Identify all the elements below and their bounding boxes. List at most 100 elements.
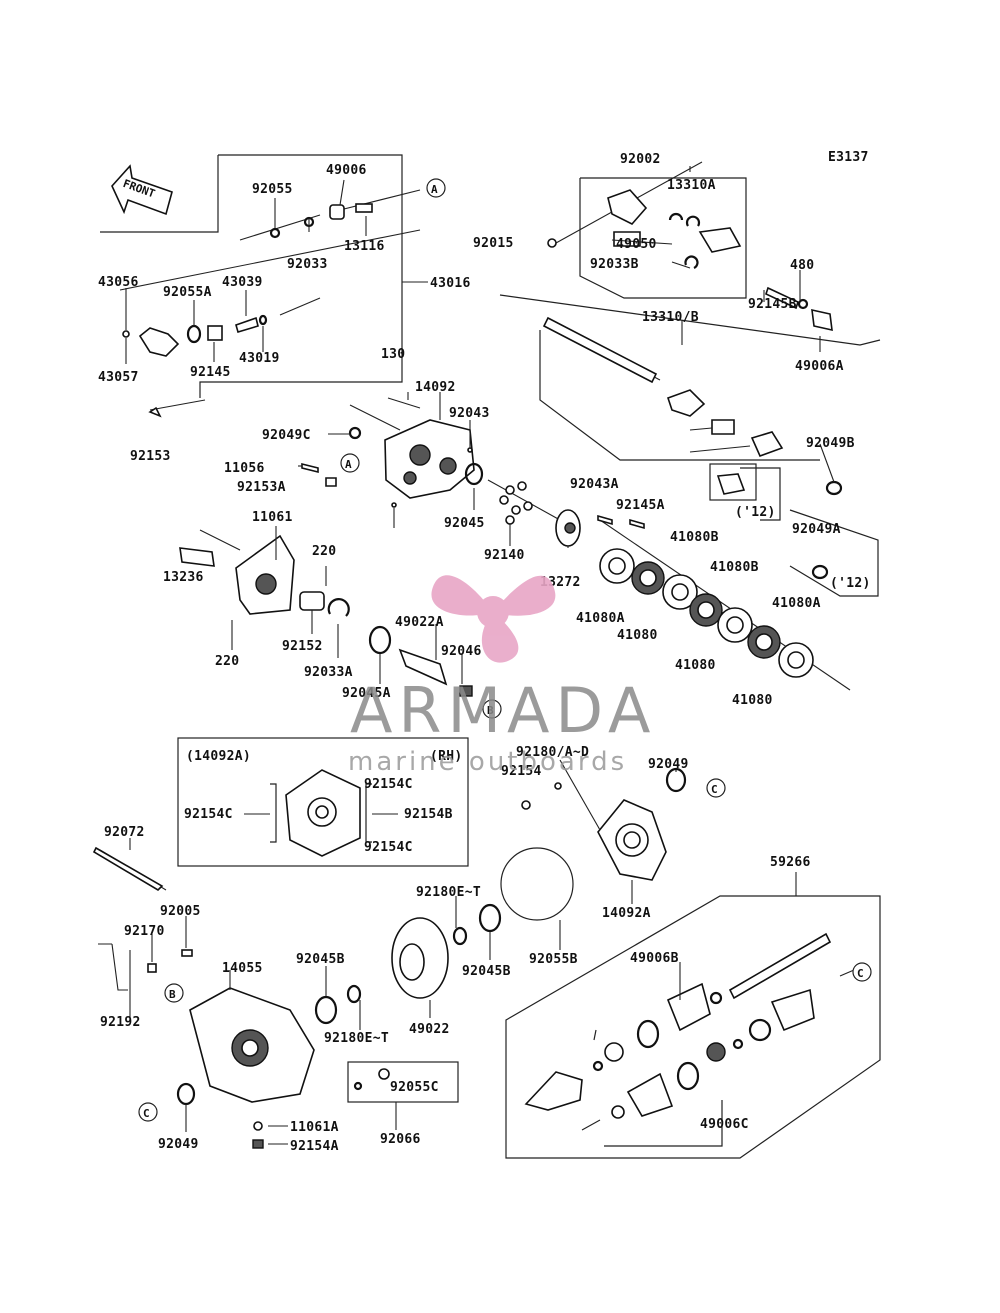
ring-480	[797, 298, 809, 310]
part-number-label: 43056	[98, 275, 139, 290]
callout-b-1	[482, 699, 502, 719]
seal-92049C	[348, 426, 362, 440]
part-number-label: 92055	[252, 182, 293, 197]
callout-a-2	[340, 453, 360, 473]
part-number-label: 92072	[104, 825, 145, 840]
part-number-label: 43019	[239, 351, 280, 366]
diagram-code: E3137	[828, 150, 869, 165]
circlip-92033A	[327, 598, 350, 617]
part-number-label: 92055A	[163, 285, 212, 300]
bearing-92045B-b	[478, 903, 502, 933]
part-number-label: 92033A	[304, 665, 353, 680]
part-number-label: 13310/B	[642, 310, 699, 325]
group-14092A-rh	[177, 737, 469, 867]
bolt-92005	[181, 949, 193, 957]
cross-49050-b	[711, 419, 735, 435]
bushing-92152	[299, 591, 325, 611]
part-number-label: 92049	[158, 1137, 199, 1152]
bolt-43057	[122, 330, 130, 338]
part-number-label: 14092A	[602, 906, 651, 921]
callout-c-1-label: C	[711, 783, 718, 796]
shim-92180E	[346, 984, 362, 1004]
part-number-label: 92055B	[529, 952, 578, 967]
part-number-label: 92153	[130, 449, 171, 464]
part-number-label: 92049A	[792, 522, 841, 537]
bearing-92045B	[314, 995, 338, 1025]
bearing-92045	[464, 462, 484, 486]
part-number-label: 49006B	[630, 951, 679, 966]
part-number-label: 92055C	[390, 1080, 439, 1095]
boot-49006B	[666, 982, 711, 1032]
part-number-label: 92180/A~D	[516, 745, 589, 760]
seal-92049B	[825, 480, 843, 496]
part-number-label: (14092A)	[186, 749, 251, 764]
part-number-label: 11056	[224, 461, 265, 476]
cover-14092A	[500, 759, 687, 921]
part-number-label: 92145	[190, 365, 231, 380]
gear-case-14055	[92, 846, 362, 1149]
part-number-label: 92005	[160, 904, 201, 919]
part-number-label: 41080	[617, 628, 658, 643]
callout-c-2-label: C	[857, 967, 864, 980]
shaft-13310B	[542, 316, 658, 384]
part-number-label: 92154C	[364, 777, 413, 792]
part-number-label: 41080	[675, 658, 716, 673]
part-number-label: 41080A	[772, 596, 821, 611]
shim-92180E-b	[452, 926, 468, 946]
nut-92015	[547, 238, 557, 248]
part-number-label: 92045	[444, 516, 485, 531]
shaft-13116	[355, 203, 373, 213]
callout-c-1	[706, 778, 726, 798]
part-number-label: 49050	[616, 237, 657, 252]
seal-92049-c	[665, 767, 687, 793]
part-number-label: 43057	[98, 370, 139, 385]
leader-lines	[125, 166, 835, 1145]
callout-b-2	[164, 983, 184, 1003]
callout-c-3	[138, 1102, 158, 1122]
part-number-label: 49022	[409, 1022, 450, 1037]
spring-92145	[207, 325, 223, 341]
group-43016	[100, 154, 428, 418]
part-number-label: 92045B	[462, 964, 511, 979]
part-number-label: 43016	[430, 276, 471, 291]
part-number-label: 92049	[648, 757, 689, 772]
part-number-label: 49006C	[700, 1117, 749, 1132]
part-number-label: 480	[790, 258, 814, 273]
part-number-label: 92180E~T	[416, 885, 481, 900]
part-number-label: 92153A	[237, 480, 286, 495]
front-arrow-icon: FRONT	[111, 164, 173, 216]
callout-b-2-label: B	[169, 988, 176, 1001]
seal-49006	[329, 204, 345, 220]
yoke-13310A-b	[698, 227, 742, 253]
part-number-label: 92140	[484, 548, 525, 563]
part-number-label: 92043	[449, 406, 490, 421]
shaft-13236	[179, 547, 215, 567]
callout-c-2	[852, 962, 872, 982]
watermark-subtitle: marine outboards	[348, 747, 627, 777]
actuator-43056	[138, 327, 180, 357]
part-number-label: 92154C	[184, 807, 233, 822]
callout-a-2-label: A	[345, 458, 352, 471]
part-number-label: 92154A	[290, 1139, 339, 1154]
watermark-title: ARMADA	[350, 674, 656, 747]
part-number-label: ('12)	[830, 576, 871, 591]
part-number-label: 49006	[326, 163, 367, 178]
part-number-label: 41080B	[670, 530, 719, 545]
group-13310A	[547, 161, 833, 332]
joint-outer	[770, 988, 815, 1032]
o-ring-92055	[269, 227, 281, 239]
part-number-label: 92066	[380, 1132, 421, 1147]
washer-43019	[258, 314, 268, 326]
part-number-label: 92046	[441, 644, 482, 659]
bearing-92046	[459, 685, 473, 697]
callout-markers: A A B B C C C	[138, 178, 872, 1122]
bolt-92154A	[252, 1139, 264, 1149]
part-number-label: 92154C	[364, 840, 413, 855]
part-number-label: 130	[381, 347, 405, 362]
ring-gear-49022	[391, 903, 502, 999]
part-number-label: 92043A	[570, 477, 619, 492]
part-number-label: 92145B	[748, 297, 797, 312]
part-number-label: 92045A	[342, 686, 391, 701]
part-number-label: 49006A	[795, 359, 844, 374]
